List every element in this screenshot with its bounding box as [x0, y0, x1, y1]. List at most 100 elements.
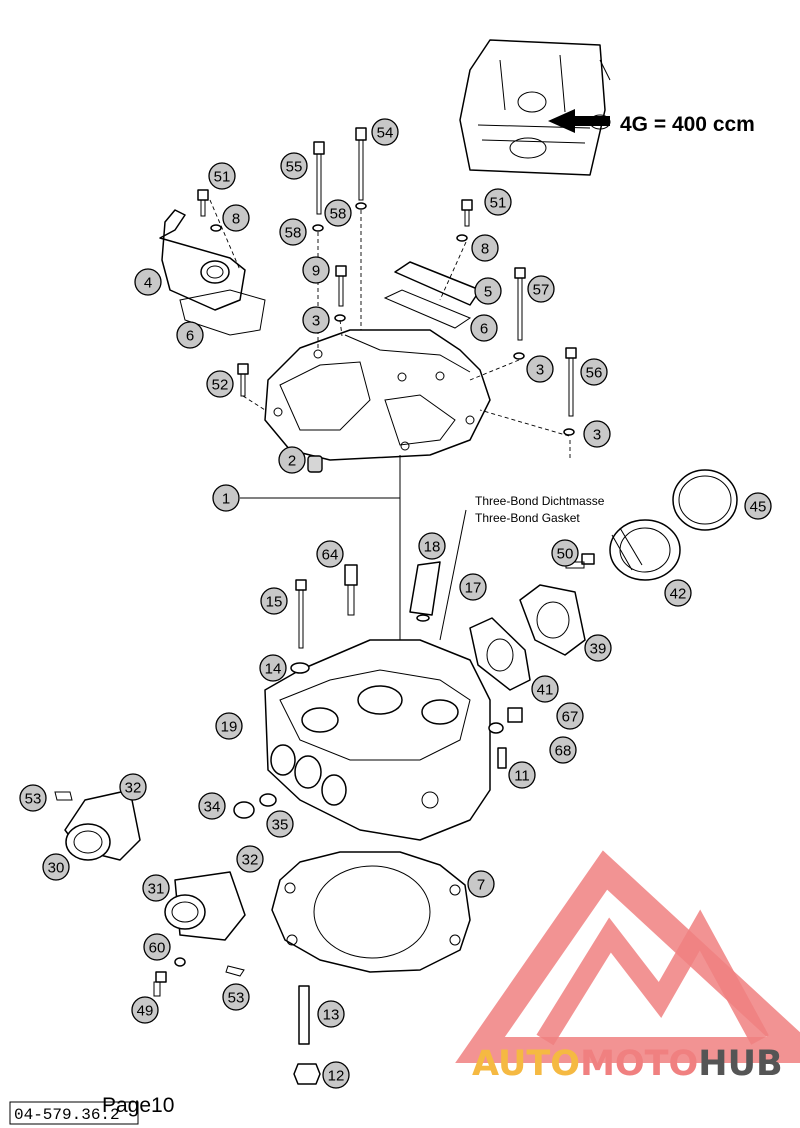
callout-bubble — [664, 579, 692, 607]
bolt-55 — [313, 141, 325, 215]
callout-11: 11 — [508, 761, 536, 789]
callout-label: 56 — [586, 365, 603, 382]
callout-label: 11 — [514, 768, 530, 785]
callout-bubble — [176, 321, 204, 349]
callout-label: 8 — [481, 241, 489, 258]
callout-67: 67 — [556, 702, 584, 730]
callout-35: 35 — [266, 810, 294, 838]
callout-19: 19 — [215, 712, 243, 740]
plug-34 — [233, 801, 255, 819]
callout-label: 51 — [490, 195, 507, 212]
dowel-2 — [307, 455, 323, 473]
cylinder-head-cover — [264, 329, 491, 461]
callout-label: 50 — [557, 546, 574, 563]
callout-label: 52 — [212, 377, 229, 394]
callout-bubble — [467, 870, 495, 898]
callout-bubble — [484, 188, 512, 216]
callout-bubble — [236, 845, 264, 873]
engine-overview-sketch — [459, 39, 611, 176]
callout-label: 32 — [125, 780, 142, 797]
callout-64: 64 — [316, 540, 344, 568]
callout-label: 34 — [204, 799, 221, 816]
callout-bubble — [316, 540, 344, 568]
callout-bubble — [556, 702, 584, 730]
callout-label: 3 — [593, 427, 601, 444]
callout-52: 52 — [206, 370, 234, 398]
callout-bubble — [744, 492, 772, 520]
breather-cover — [159, 209, 246, 311]
callout-42: 42 — [664, 579, 692, 607]
callout-label: 32 — [242, 852, 259, 869]
washers — [210, 202, 575, 436]
callout-9: 9 — [302, 256, 330, 284]
callout-7: 7 — [467, 870, 495, 898]
callout-32a: 32 — [119, 773, 147, 801]
washer-14 — [290, 662, 310, 674]
watermark-text-moto: MOTO — [580, 1044, 698, 1084]
sealant-note-line1: Three-Bond Dichtmasse — [475, 494, 605, 508]
callout-13: 13 — [317, 1000, 345, 1028]
callout-5: 5 — [474, 277, 502, 305]
callout-bubble — [131, 996, 159, 1024]
callout-label: 58 — [330, 206, 347, 223]
callout-45: 45 — [744, 492, 772, 520]
callout-label: 54 — [377, 125, 394, 142]
bolt-49 — [153, 971, 167, 997]
cylinder-head — [264, 639, 491, 841]
callout-6a: 6 — [176, 321, 204, 349]
exhaust-flange-30 — [64, 789, 141, 861]
model-arrow — [548, 109, 610, 133]
bolt-56 — [565, 347, 577, 417]
watermark-text-hub: HUB — [698, 1044, 782, 1084]
callout-bubble — [584, 634, 612, 662]
callout-56: 56 — [580, 358, 608, 386]
callout-8b: 8 — [471, 234, 499, 262]
callout-8a: 8 — [222, 204, 250, 232]
callout-3b: 3 — [526, 355, 554, 383]
callout-58a: 58 — [279, 218, 307, 246]
callout-bubble — [302, 256, 330, 284]
intake-flange-39 — [519, 584, 586, 656]
callout-label: 6 — [480, 321, 488, 338]
callout-50: 50 — [551, 539, 579, 567]
callout-label: 6 — [186, 328, 194, 345]
callout-58b: 58 — [324, 199, 352, 227]
callout-label: 14 — [265, 661, 282, 678]
callout-3a: 3 — [302, 306, 330, 334]
callout-label: 49 — [137, 1003, 154, 1020]
callout-label: 31 — [148, 881, 165, 898]
callout-3c: 3 — [583, 420, 611, 448]
callout-bubble — [527, 275, 555, 303]
callout-label: 45 — [750, 499, 767, 516]
watermark-text-auto: AUTO — [472, 1044, 580, 1084]
callout-label: 12 — [328, 1068, 345, 1085]
callout-bubble — [371, 118, 399, 146]
watermark-logo: AUTOMOTOHUB — [455, 850, 800, 1084]
callout-15: 15 — [260, 587, 288, 615]
callout-label: 58 — [285, 225, 302, 242]
callout-bubble — [322, 1061, 350, 1089]
callout-bubble — [279, 218, 307, 246]
callout-bubble — [222, 204, 250, 232]
callout-bubble — [42, 853, 70, 881]
callout-label: 3 — [312, 313, 320, 330]
callout-bubble — [278, 446, 306, 474]
callout-bubble — [526, 355, 554, 383]
callout-label: 30 — [48, 860, 65, 877]
callout-bubble — [459, 573, 487, 601]
callout-31: 31 — [142, 874, 170, 902]
callout-bubble — [302, 306, 330, 334]
callout-51a: 51 — [208, 162, 236, 190]
document-number-box — [9, 1101, 139, 1125]
callout-32b: 32 — [236, 845, 264, 873]
callout-54: 54 — [371, 118, 399, 146]
callout-2: 2 — [278, 446, 306, 474]
callout-14: 14 — [259, 654, 287, 682]
flange-gasket-41 — [469, 617, 531, 691]
sealant-note-line2: Three-Bond Gasket — [475, 511, 580, 525]
callout-bubble — [471, 234, 499, 262]
bolt-52 — [237, 363, 249, 397]
chain-guide-18 — [409, 561, 441, 616]
stud-15 — [295, 579, 307, 649]
